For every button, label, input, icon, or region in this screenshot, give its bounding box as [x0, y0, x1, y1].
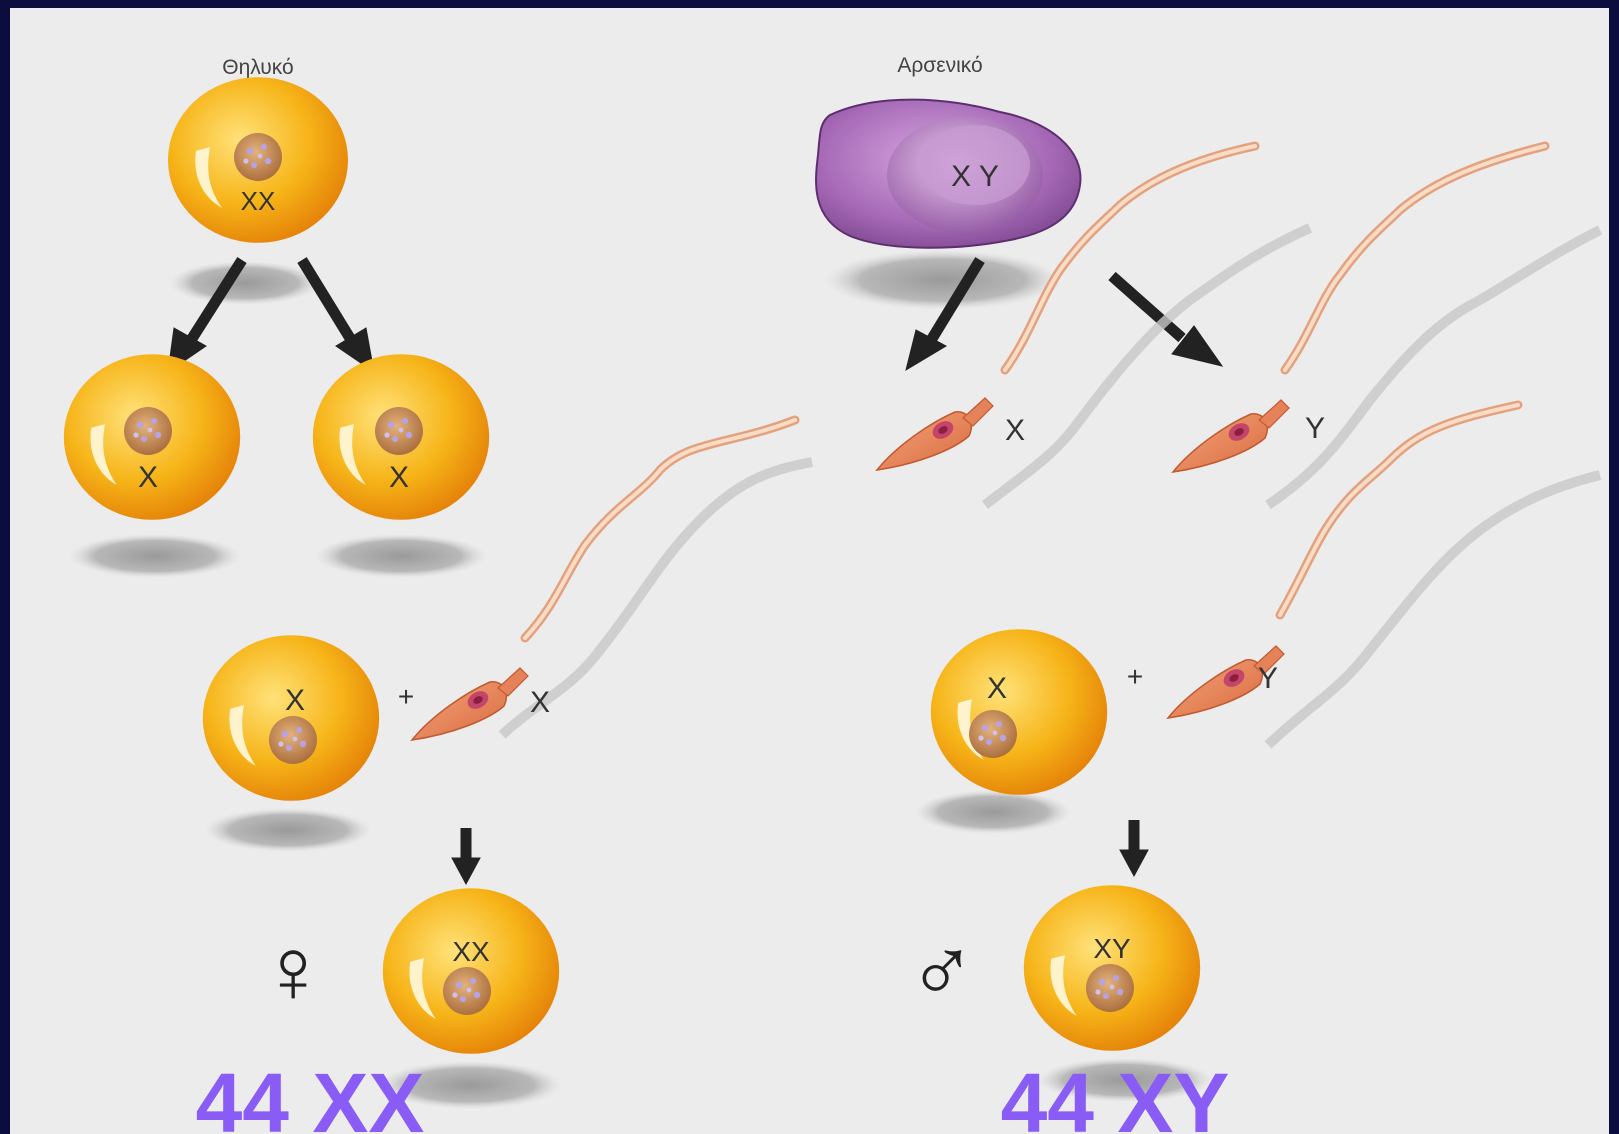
shadow — [204, 808, 372, 852]
zygote-male: XY — [1024, 885, 1200, 1051]
shadow — [825, 250, 1061, 310]
father-cell-label: X Y — [951, 160, 999, 193]
female-heading: Θηλυκό — [222, 56, 293, 79]
fert-egg-male-label: X — [987, 672, 1007, 705]
fert-sperm-female-label: X — [530, 686, 550, 719]
mother-cell-label: XX — [241, 186, 276, 216]
sperm-x-label: X — [1005, 414, 1025, 447]
plus-sign: + — [398, 681, 414, 712]
mother-egg-cell: XX — [168, 77, 348, 243]
zygote-female: XX — [383, 888, 559, 1054]
zygote-female-label: XX — [452, 936, 490, 967]
egg-left-label: X — [138, 461, 158, 494]
egg-right-label: X — [389, 461, 409, 494]
sperm-y-label: Y — [1305, 412, 1325, 445]
fert-egg-female-label: X — [285, 684, 305, 717]
result-male: 44 XY — [1001, 1056, 1230, 1134]
result-female: 44 XX — [196, 1056, 425, 1134]
shadow — [315, 534, 487, 578]
egg-cell-fertilization-female: X — [203, 635, 379, 801]
female-symbol-icon: ♀ — [259, 920, 328, 1022]
male-symbol-icon: ♂ — [908, 920, 977, 1022]
plus-sign: + — [1127, 661, 1143, 692]
egg-cell-left: X — [64, 354, 240, 520]
fert-sperm-male-label: Y — [1258, 662, 1278, 695]
egg-cell-right: X — [313, 354, 489, 520]
shadow — [169, 261, 321, 305]
shadow — [915, 790, 1071, 834]
egg-cell-fertilization-male: X — [931, 629, 1107, 795]
zygote-male-label: XY — [1093, 933, 1131, 964]
shadow — [69, 534, 241, 578]
male-heading: Αρσενικό — [897, 54, 982, 77]
